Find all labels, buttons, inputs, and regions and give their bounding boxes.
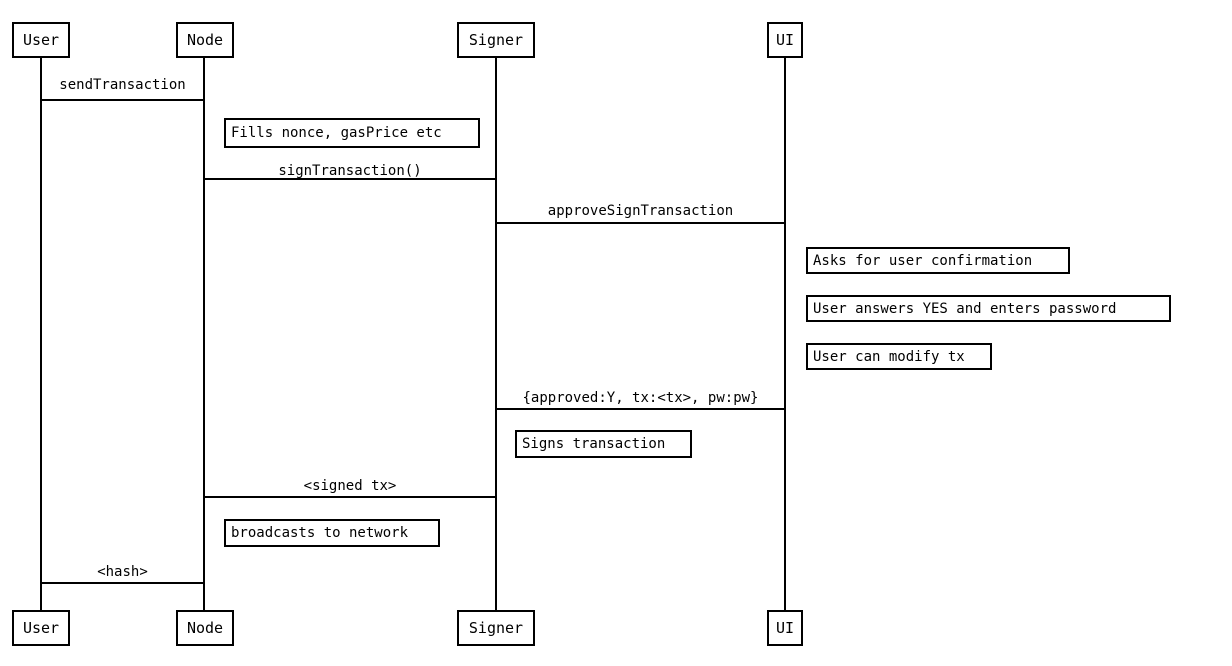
lifeline-ui <box>784 58 786 610</box>
message-label-signed-tx: <signed tx> <box>303 478 397 494</box>
actor-label-ui-top: UI <box>775 30 795 49</box>
note-signs-transaction: Signs transaction <box>515 430 692 458</box>
actor-label-signer-top: Signer <box>468 30 524 49</box>
message-label-hash: <hash> <box>97 564 148 580</box>
note-label-fills-nonce: Fills nonce, gasPrice etc <box>231 125 442 141</box>
actor-box-user-bottom[interactable]: User <box>12 610 70 646</box>
note-label-asks-for-confirmation: Asks for user confirmation <box>813 252 1033 269</box>
note-asks-for-confirmation: Asks for user confirmation <box>806 247 1070 274</box>
message-line-hash <box>40 582 205 584</box>
actor-box-ui-top[interactable]: UI <box>767 22 803 58</box>
actor-box-ui-bottom[interactable]: UI <box>767 610 803 646</box>
message-line-send-transaction <box>40 99 205 101</box>
note-broadcasts-to-network: broadcasts to network <box>224 519 440 547</box>
message-label-approved-response: {approved:Y, tx:<tx>, pw:pw} <box>522 390 759 406</box>
message-line-signed-tx <box>203 496 497 498</box>
actor-box-node-top[interactable]: Node <box>176 22 234 58</box>
actor-label-node-bottom: Node <box>186 618 224 637</box>
note-user-answers-yes: User answers YES and enters password <box>806 295 1171 322</box>
message-line-approve-sign-transaction <box>495 222 786 224</box>
actor-label-user-top: User <box>22 30 60 49</box>
lifeline-node <box>203 58 205 610</box>
note-label-user-answers-yes: User answers YES and enters password <box>813 300 1117 317</box>
message-line-approved-response <box>495 408 786 410</box>
message-label-send-transaction: sendTransaction <box>59 77 186 93</box>
note-fills-nonce: Fills nonce, gasPrice etc <box>224 118 480 148</box>
note-label-user-can-modify-tx: User can modify tx <box>813 348 965 365</box>
note-user-can-modify-tx: User can modify tx <box>806 343 992 370</box>
actor-label-signer-bottom: Signer <box>468 618 524 637</box>
message-label-approve-sign-transaction: approveSignTransaction <box>547 203 734 219</box>
actor-box-user-top[interactable]: User <box>12 22 70 58</box>
actor-label-user-bottom: User <box>22 618 60 637</box>
message-line-sign-transaction <box>203 178 497 180</box>
actor-box-node-bottom[interactable]: Node <box>176 610 234 646</box>
lifeline-signer <box>495 58 497 610</box>
actor-box-signer-bottom[interactable]: Signer <box>457 610 535 646</box>
note-label-signs-transaction: Signs transaction <box>522 436 666 452</box>
actor-label-ui-bottom: UI <box>775 618 795 637</box>
actor-box-signer-top[interactable]: Signer <box>457 22 535 58</box>
lifeline-user <box>40 58 42 610</box>
note-label-broadcasts-to-network: broadcasts to network <box>231 525 409 541</box>
message-label-sign-transaction: signTransaction() <box>278 163 422 179</box>
actor-label-node-top: Node <box>186 30 224 49</box>
